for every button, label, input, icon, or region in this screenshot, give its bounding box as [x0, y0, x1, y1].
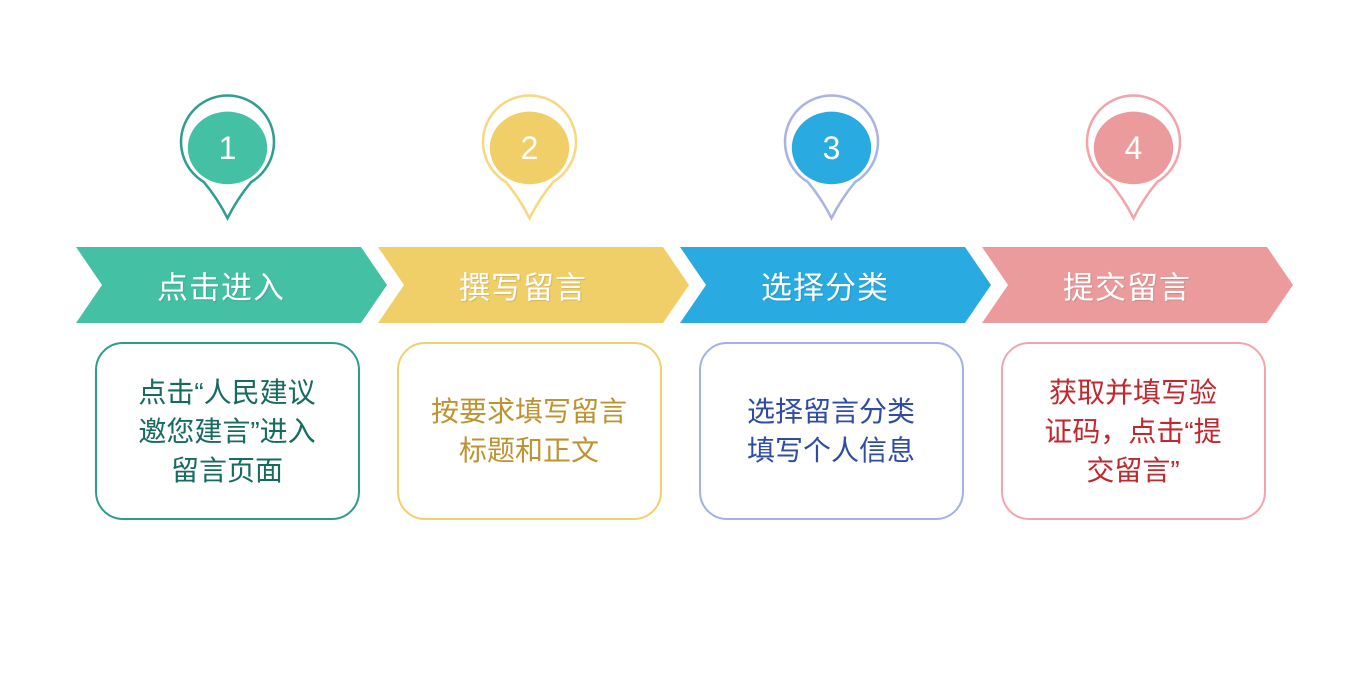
step-3-arrow: 选择分类	[680, 247, 991, 323]
step-1-detail-box: 点击“人民建议 邀您建言”进入 留言页面	[94, 342, 360, 520]
pin-number: 4	[1124, 130, 1142, 166]
pin-number: 3	[822, 130, 840, 166]
step-2-arrow: 撰写留言	[378, 247, 689, 323]
step-detail-text: 点击“人民建议 邀您建言”进入 留言页面	[128, 373, 325, 490]
step-2-detail-box: 按要求填写留言 标题和正文	[396, 342, 662, 520]
arrow-title: 点击进入	[157, 270, 285, 306]
arrow-shape	[76, 247, 387, 323]
step-3-pin-marker: 3	[783, 94, 879, 221]
arrow-shape	[680, 247, 991, 323]
step-1-pin-marker: 1	[179, 94, 275, 221]
detail-line: 点击“人民建议	[138, 376, 316, 408]
arrow-title: 提交留言	[1063, 270, 1191, 306]
step-column-1: 1 点击进入 点击“人民建议 邀您建言”进入 留言页面	[76, 0, 387, 520]
detail-line: 邀您建言”进入	[138, 415, 316, 447]
step-column-4: 4 提交留言 获取并填写验 证码，点击“提 交留言”	[982, 0, 1293, 520]
step-detail-text: 获取并填写验 证码，点击“提 交留言”	[1034, 373, 1231, 490]
step-detail-text: 选择留言分类 填写个人信息	[737, 392, 925, 470]
detail-line: 获取并填写验	[1048, 376, 1217, 408]
arrow-title: 撰写留言	[459, 270, 587, 306]
detail-line: 标题和正文	[458, 435, 599, 466]
pin-circle	[791, 111, 871, 185]
pin-circle	[489, 111, 569, 185]
step-4-arrow: 提交留言	[982, 247, 1293, 323]
pin-circle	[187, 111, 267, 185]
step-3-detail-box: 选择留言分类 填写个人信息	[698, 342, 964, 520]
step-detail-text: 按要求填写留言 标题和正文	[421, 392, 637, 470]
step-4-detail-box: 获取并填写验 证码，点击“提 交留言”	[1000, 342, 1266, 520]
arrow-shape	[982, 247, 1293, 323]
step-2-pin-marker: 2	[481, 94, 577, 221]
detail-line: 选择留言分类	[746, 396, 915, 427]
step-column-3: 3 选择分类 选择留言分类 填写个人信息	[680, 0, 991, 520]
pin-circle	[1093, 111, 1173, 185]
steps-row: 1 点击进入 点击“人民建议 邀您建言”进入 留言页面 2	[76, 0, 1293, 520]
detail-line: 交留言”	[1086, 454, 1180, 486]
detail-line: 按要求填写留言	[430, 396, 627, 427]
step-1-arrow: 点击进入	[76, 247, 387, 323]
detail-line: 证码，点击“提	[1044, 415, 1222, 447]
step-4-pin-marker: 4	[1085, 94, 1181, 221]
arrow-title: 选择分类	[761, 270, 889, 306]
detail-line: 留言页面	[170, 454, 283, 486]
pin-number: 2	[520, 130, 538, 166]
arrow-shape	[378, 247, 689, 323]
pin-number: 1	[218, 130, 236, 166]
step-column-2: 2 撰写留言 按要求填写留言 标题和正文	[378, 0, 689, 520]
detail-line: 填写个人信息	[746, 435, 915, 466]
